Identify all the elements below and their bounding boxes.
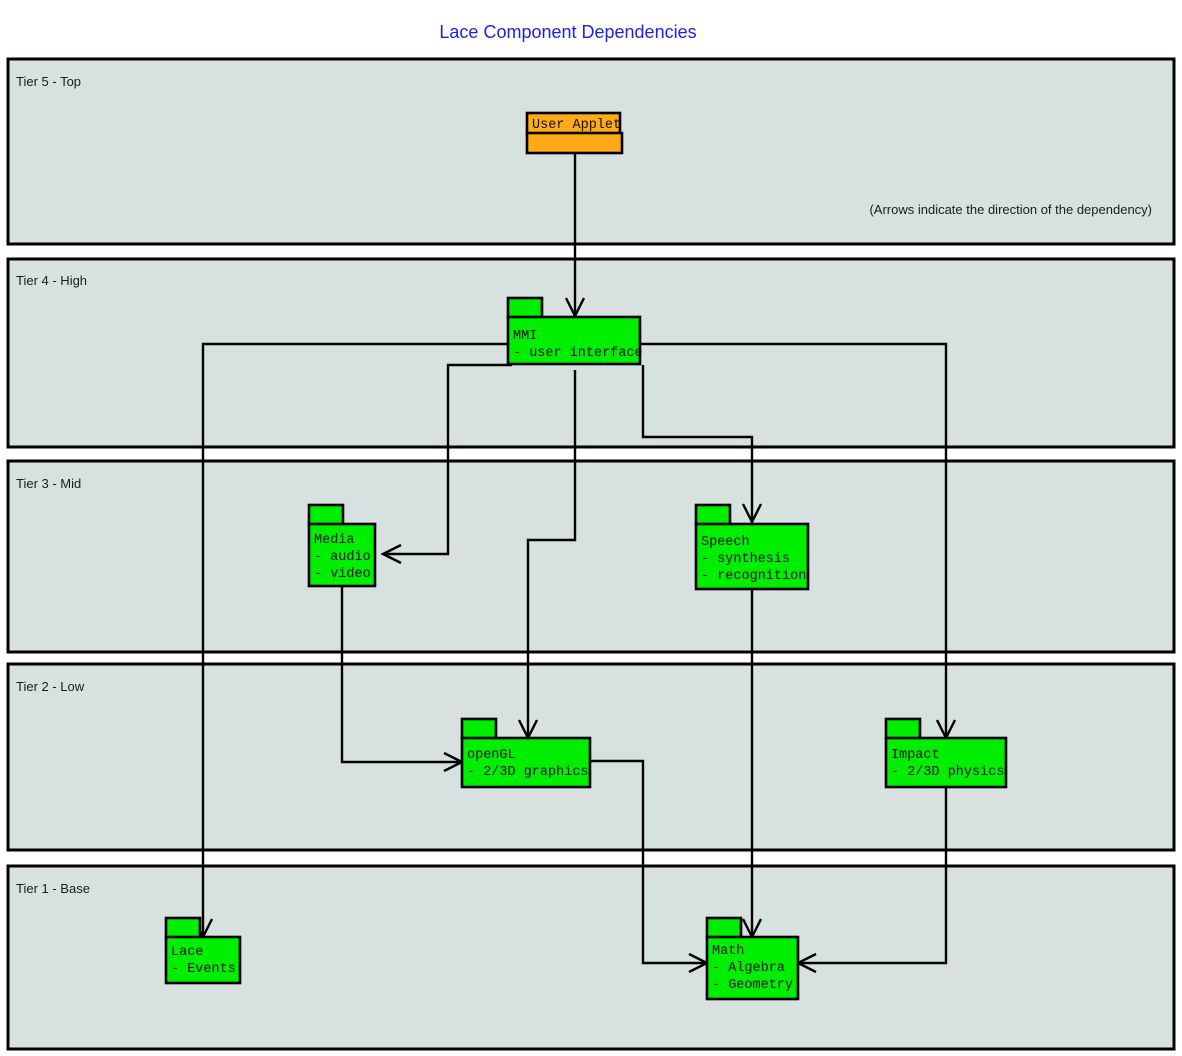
package-speech[interactable]: Speech - synthesis - recognition	[694, 503, 810, 591]
speech-item-0: - synthesis	[701, 552, 790, 567]
package-user-applet[interactable]: User Applet	[525, 111, 624, 155]
speech-item-1: - recognition	[701, 569, 806, 584]
media-item-0: - audio	[314, 550, 371, 565]
tier-panel-3	[6, 459, 1176, 654]
tier-label-3: Tier 3 - Mid	[16, 476, 81, 491]
package-media[interactable]: Media - audio - video	[307, 503, 377, 588]
package-math[interactable]: Math - Algebra - Geometry	[705, 916, 800, 1001]
user-applet-body	[525, 131, 624, 155]
connector-mmi-to-speech	[641, 365, 763, 525]
math-item-0: - Algebra	[712, 961, 785, 976]
page-title: Lace Component Dependencies	[439, 22, 696, 42]
impact-name: Impact	[891, 748, 940, 763]
tier-label-4: Tier 4 - High	[16, 273, 87, 288]
mmi-item-0: - user interface	[513, 346, 643, 361]
impact-tab	[884, 717, 922, 741]
mmi-name: MMI	[513, 329, 537, 344]
impact-item-0: - 2/3D physics	[891, 765, 1004, 780]
media-tab	[307, 503, 345, 527]
opengl-item-0: - 2/3D graphics	[467, 765, 589, 780]
lace-name: Lace	[171, 945, 203, 960]
lace-tab	[164, 916, 202, 940]
math-body	[705, 935, 800, 1001]
math-tab	[705, 916, 743, 940]
opengl-tab	[460, 717, 498, 741]
package-mmi[interactable]: MMI - user interface	[506, 296, 643, 366]
opengl-name: openGL	[467, 748, 516, 763]
tier-label-1: Tier 1 - Base	[16, 881, 90, 896]
speech-body	[694, 522, 810, 591]
lace-item-0: - Events	[171, 962, 236, 977]
media-name: Media	[314, 533, 355, 548]
speech-name: Speech	[701, 535, 750, 550]
user-applet-name: User Applet	[532, 118, 621, 133]
tier-label-2: Tier 2 - Low	[16, 679, 85, 694]
impact-body	[884, 736, 1008, 789]
math-item-1: - Geometry	[712, 978, 793, 993]
mmi-body	[506, 315, 642, 366]
media-body	[307, 522, 377, 588]
tier-label-5: Tier 5 - Top	[16, 74, 81, 89]
lace-body	[164, 935, 242, 985]
package-lace[interactable]: Lace - Events	[164, 916, 242, 985]
package-opengl[interactable]: openGL - 2/3D graphics	[460, 717, 592, 789]
connector-mmi-to-media	[380, 363, 512, 565]
media-item-1: - video	[314, 567, 371, 582]
arrow-direction-note: (Arrows indicate the direction of the de…	[869, 202, 1152, 217]
opengl-body	[460, 736, 592, 789]
speech-tab	[694, 503, 732, 527]
package-impact[interactable]: Impact - 2/3D physics	[884, 717, 1008, 789]
math-name: Math	[712, 944, 744, 959]
mmi-tab	[506, 296, 544, 320]
